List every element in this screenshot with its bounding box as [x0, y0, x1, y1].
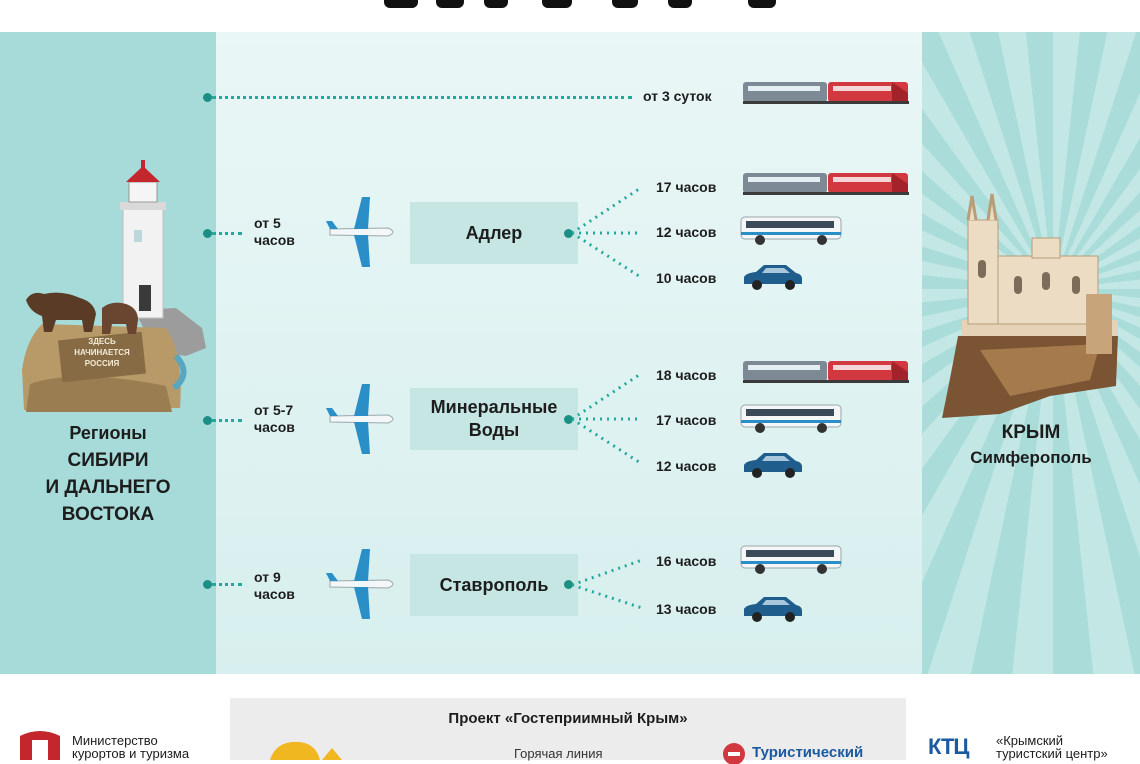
hub-dot — [564, 580, 573, 589]
flight-line — [212, 232, 242, 235]
flight-line — [212, 419, 242, 422]
destination-line1: КРЫМ — [1001, 422, 1061, 443]
car-icon — [744, 265, 802, 290]
airplane-icon — [326, 197, 394, 267]
airplane-icon — [326, 549, 394, 619]
hotline-label: Горячая линия — [514, 746, 603, 761]
flight-duration: от 5 часов — [254, 215, 295, 249]
origin-dot — [203, 229, 212, 238]
castle-icon — [942, 193, 1118, 418]
lighthouse-icon — [22, 160, 206, 412]
origin-line1: Регионы — [69, 423, 147, 443]
sign-line3: РОССИЯ — [84, 359, 120, 368]
flight-duration: от 5-7 часов — [254, 402, 295, 436]
origin-line3: И ДАЛЬНЕГО — [45, 477, 171, 498]
hub-line1: Минеральные — [430, 397, 558, 417]
hub-line2: Воды — [468, 420, 520, 440]
project-banner: Проект «Гостеприимный Крым» Горячая лини… — [230, 698, 906, 764]
flight-duration-line2: часов — [254, 419, 295, 435]
hub-dot — [564, 229, 573, 238]
flight-duration-line2: часов — [254, 586, 295, 602]
leg-duration: 18 часов — [656, 367, 717, 383]
destination-line2: Симферополь — [970, 448, 1092, 467]
branch-lines — [572, 185, 643, 280]
ktc-line2: туристский центр» — [996, 746, 1108, 761]
leg-duration: 13 часов — [656, 601, 717, 617]
flight-duration: от 9 часов — [254, 569, 295, 603]
flight-duration-line2: часов — [254, 232, 295, 248]
car-icon — [744, 597, 802, 622]
leg-duration: 10 часов — [656, 270, 717, 286]
branch-lines — [572, 371, 643, 466]
train-icon — [743, 173, 909, 195]
origin-line2: СИБИРИ — [67, 450, 149, 471]
origin-region-label: Регионы СИБИРИ И ДАЛЬНЕГО ВОСТОКА — [0, 420, 216, 528]
origin-dot — [203, 93, 212, 102]
bus-icon — [740, 404, 842, 433]
route-line — [212, 96, 632, 99]
branch-lines — [572, 558, 643, 610]
destination-region-label: КРЫМ Симферополь — [922, 420, 1140, 470]
cropped-title — [0, 0, 1140, 32]
leg-duration: 17 часов — [656, 412, 717, 428]
train-icon — [743, 361, 909, 383]
ktc-line1: «Крымский — [996, 733, 1064, 748]
hub-dot — [564, 415, 573, 424]
duration-label: от 3 суток — [643, 88, 712, 104]
train-icon — [743, 82, 909, 104]
ktc-logo: КТЦ — [928, 734, 969, 759]
infographic-main: ЗДЕСЬ НАЧИНАЕТСЯ РОССИЯ Регионы СИБИРИ И… — [0, 32, 1140, 674]
bus-icon — [740, 545, 842, 574]
sign-line2: НАЧИНАЕТСЯ — [74, 348, 130, 357]
flight-duration-line1: от 9 — [254, 569, 281, 585]
ministry-line1: Министерство — [72, 733, 158, 748]
sign-text: ЗДЕСЬ НАЧИНАЕТСЯ РОССИЯ — [60, 336, 144, 369]
ktc-text: «Крымский туристский центр» — [996, 734, 1108, 760]
leg-duration: 17 часов — [656, 179, 717, 195]
sign-line1: ЗДЕСЬ — [88, 337, 116, 346]
tourist-icon — [723, 743, 745, 764]
hub-city-box: Минеральные Воды — [410, 388, 578, 450]
flight-duration-line1: от 5 — [254, 215, 281, 231]
hub-city-box: Ставрополь — [410, 554, 578, 616]
origin-dot — [203, 416, 212, 425]
airplane-icon — [326, 384, 394, 454]
car-icon — [744, 453, 802, 478]
bear-icon — [26, 292, 138, 334]
ministry-line2: курортов и туризма — [72, 746, 190, 761]
flight-line — [212, 583, 242, 586]
flight-duration-line1: от 5-7 — [254, 402, 294, 418]
info-logo-icon — [270, 741, 342, 760]
origin-line4: ВОСТОКА — [61, 504, 155, 525]
bus-icon — [740, 216, 842, 245]
hub-city-box: Адлер — [410, 202, 578, 264]
leg-duration: 12 часов — [656, 458, 717, 474]
footer: Министерство курортов и туризма Проект «… — [0, 674, 1140, 764]
project-title: Проект «Гостеприимный Крым» — [448, 710, 688, 727]
origin-dot — [203, 580, 212, 589]
tourist-button[interactable]: Туристический — [752, 744, 864, 761]
leg-duration: 16 часов — [656, 553, 717, 569]
leg-duration: 12 часов — [656, 224, 717, 240]
crimea-emblem-icon — [20, 731, 60, 760]
ministry-text: Министерство курортов и туризма — [72, 734, 189, 760]
